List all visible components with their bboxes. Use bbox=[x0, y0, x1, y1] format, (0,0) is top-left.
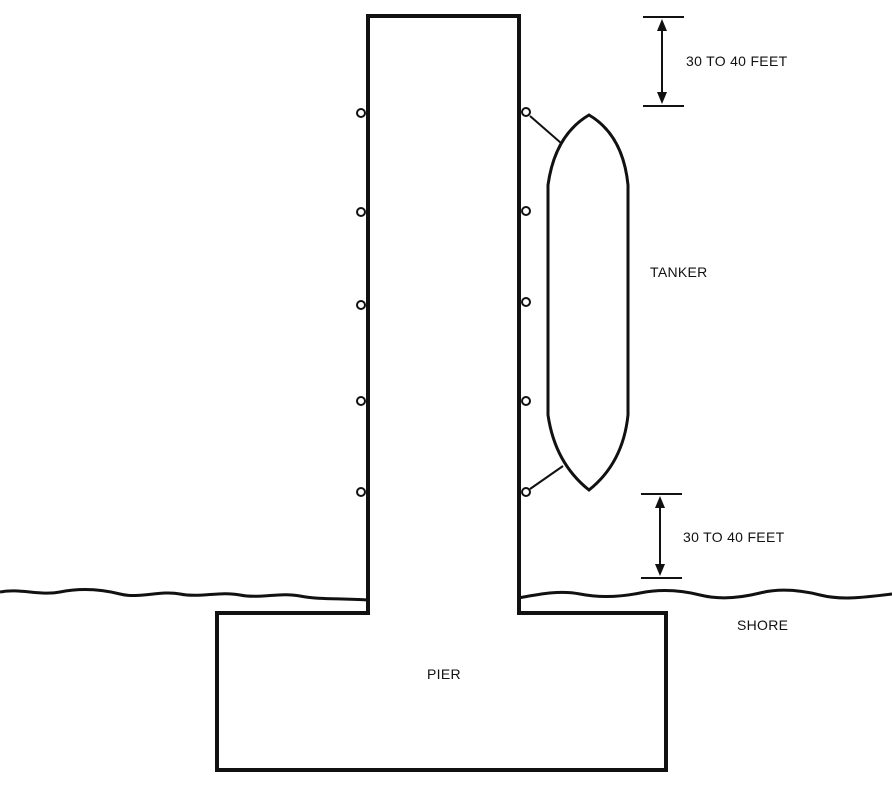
bollard-icon bbox=[521, 297, 531, 307]
arrow-down-icon bbox=[655, 564, 665, 576]
bottom-dimension-marker bbox=[641, 493, 682, 579]
bottom-dimension-label: 30 TO 40 FEET bbox=[683, 529, 785, 545]
bollard-icon bbox=[521, 487, 531, 497]
pier-label: PIER bbox=[427, 666, 461, 682]
bollard-icon bbox=[356, 300, 366, 310]
shoreline-right bbox=[517, 588, 892, 600]
shore-label: SHORE bbox=[737, 617, 788, 633]
bollard-icon bbox=[521, 396, 531, 406]
bollard-icon bbox=[356, 396, 366, 406]
bollard-icon bbox=[356, 487, 366, 497]
tanker-label: TANKER bbox=[650, 264, 708, 280]
mooring-line-bow bbox=[529, 115, 562, 144]
tanker-hull bbox=[546, 113, 630, 492]
bollard-icon bbox=[521, 206, 531, 216]
top-dimension-marker bbox=[643, 16, 684, 107]
arrow-up-icon bbox=[657, 19, 667, 31]
right-bollards bbox=[521, 107, 531, 497]
bollard-icon bbox=[356, 207, 366, 217]
arrow-down-icon bbox=[657, 92, 667, 104]
left-bollards bbox=[356, 108, 366, 497]
arrow-up-icon bbox=[655, 496, 665, 508]
mooring-line-stern bbox=[529, 465, 564, 490]
pier-outline bbox=[215, 14, 668, 772]
top-dimension-label: 30 TO 40 FEET bbox=[686, 53, 788, 69]
bollard-icon bbox=[356, 108, 366, 118]
bollard-icon bbox=[521, 107, 531, 117]
shoreline-left bbox=[0, 588, 368, 602]
